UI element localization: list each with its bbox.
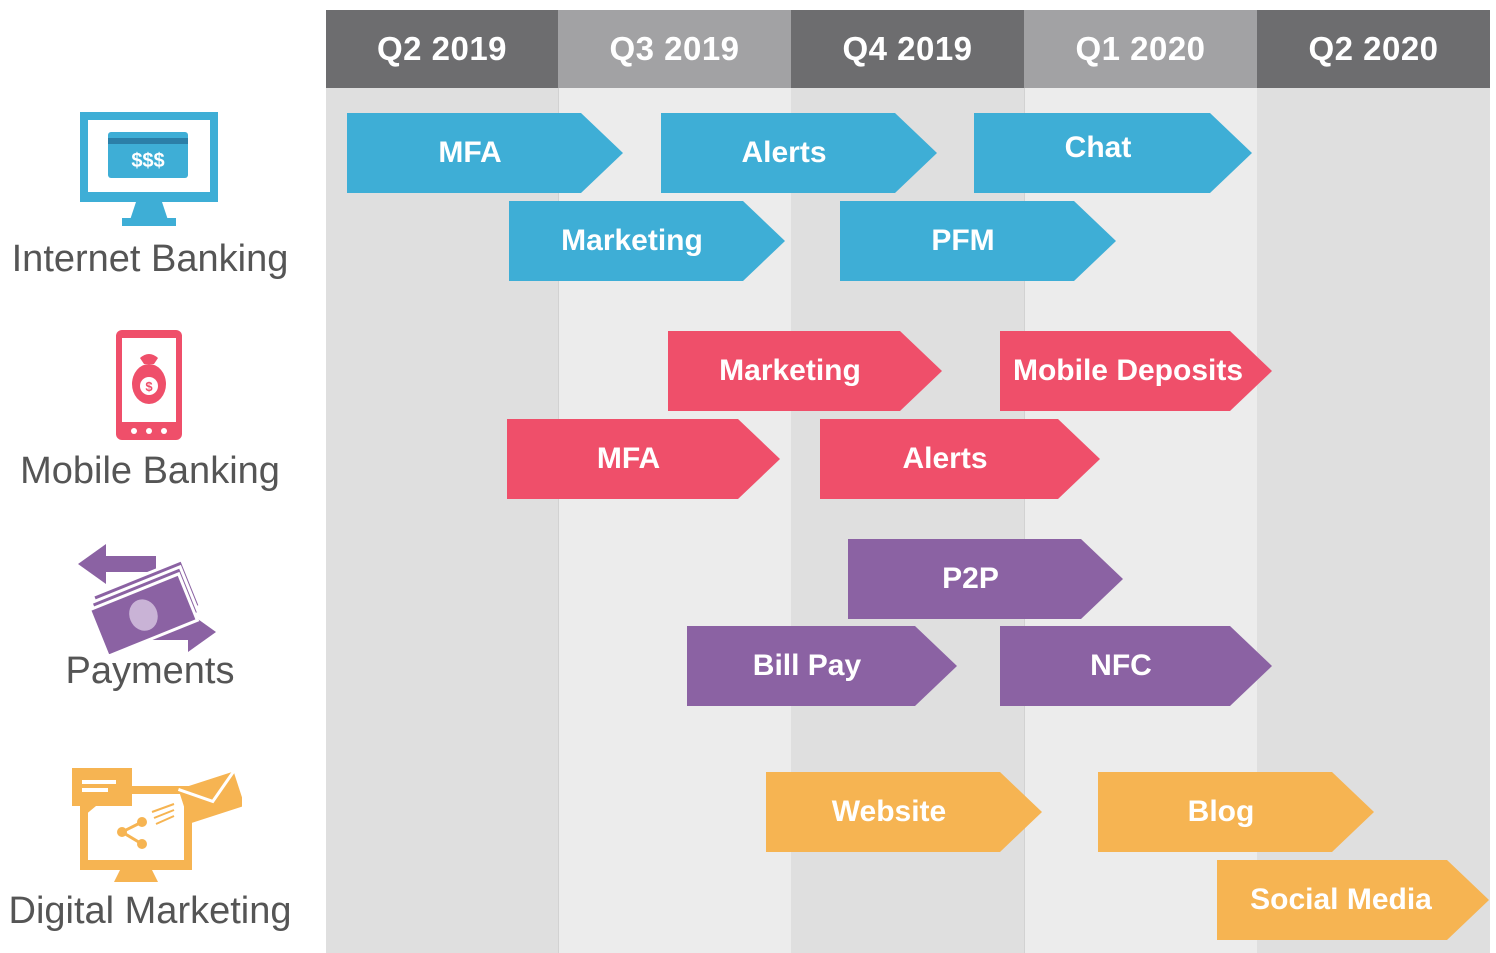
category-label-mobile-banking: Mobile Banking xyxy=(20,450,280,492)
bar-label: PFM xyxy=(931,224,995,257)
roadmap-bar: Website xyxy=(766,772,1042,852)
bar-label: Marketing xyxy=(719,354,861,387)
roadmap-bar: Social Media xyxy=(1217,860,1489,940)
money-transfer-icon xyxy=(76,542,218,659)
roadmap-bar: Alerts xyxy=(820,419,1100,499)
bar-label: Blog xyxy=(1187,795,1255,828)
monitor-share-mail-icon xyxy=(70,766,245,886)
roadmap-bar: Marketing xyxy=(509,201,785,281)
roadmap-bar: MFA xyxy=(347,113,623,193)
category-label-internet-banking: Internet Banking xyxy=(11,238,289,280)
roadmap-bar: Mobile Deposits xyxy=(1000,331,1272,411)
roadmap-bar: Chat xyxy=(974,113,1252,193)
bar-label: Bill Pay xyxy=(752,649,862,682)
quarter-header-q1-2020: Q1 2020 xyxy=(1024,10,1257,88)
bar-label: NFC xyxy=(1090,649,1152,682)
quarter-header-q2-2019: Q2 2019 xyxy=(326,10,558,88)
roadmap-bar: NFC xyxy=(1000,626,1272,706)
bar-label: Marketing xyxy=(561,224,703,257)
roadmap-bar: MFA xyxy=(507,419,780,499)
phone-money-bag-icon: $ xyxy=(114,328,184,442)
bar-label: Mobile Deposits xyxy=(1012,354,1244,387)
bar-label: MFA xyxy=(596,442,661,475)
bar-label: MFA xyxy=(438,136,502,169)
roadmap-bar: Marketing xyxy=(668,331,942,411)
bar-label: P2P xyxy=(942,562,999,595)
roadmap-bar: Alerts xyxy=(661,113,937,193)
bar-label: Social Media xyxy=(1250,883,1432,916)
bar-label: Website xyxy=(831,795,947,828)
svg-text:$: $ xyxy=(145,379,153,394)
category-label-digital-marketing: Digital Marketing xyxy=(8,890,292,932)
bar-label: Alerts xyxy=(902,442,988,475)
roadmap-bar: Blog xyxy=(1098,772,1374,852)
computer-money-icon: $$$ xyxy=(78,110,220,230)
roadmap-bar: P2P xyxy=(848,539,1123,619)
icon-dollar-text: $$$ xyxy=(131,150,164,172)
category-label-payments: Payments xyxy=(65,650,235,692)
roadmap-bar: Bill Pay xyxy=(687,626,957,706)
roadmap-bar: PFM xyxy=(840,201,1116,281)
quarter-header-q4-2019: Q4 2019 xyxy=(791,10,1024,88)
quarter-header-q2-2020: Q2 2020 xyxy=(1257,10,1490,88)
bar-label: Chat xyxy=(1064,131,1132,164)
quarter-header-q3-2019: Q3 2019 xyxy=(558,10,791,88)
bar-label: Alerts xyxy=(741,136,827,169)
